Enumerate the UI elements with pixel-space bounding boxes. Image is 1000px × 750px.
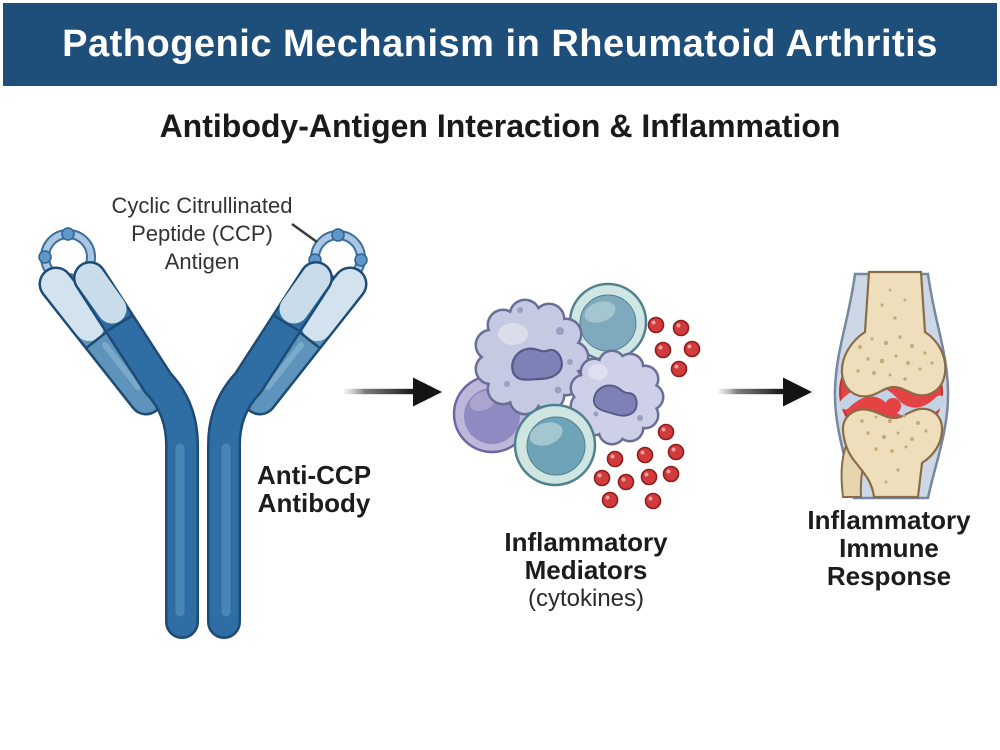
antigen-label-line1: Cyclic Citrullinated <box>111 193 293 218</box>
bone-speckles <box>856 288 934 484</box>
arrow-icon-right <box>718 377 812 407</box>
cytokine-dot-highlights <box>597 320 692 501</box>
mediators-label-note: (cytokines) <box>527 585 645 612</box>
synovial-fluid-inflamed <box>885 398 901 414</box>
response-label-line3: Response <box>826 561 952 591</box>
nucleus <box>592 384 638 417</box>
banner: Pathogenic Mechanism in Rheumatoid Arthr… <box>3 3 997 86</box>
lymphocyte-cell-top <box>568 282 648 362</box>
antibody-label: Anti-CCP Antibody <box>254 461 374 517</box>
antibody-light-chains <box>38 266 368 416</box>
page-title: Pathogenic Mechanism in Rheumatoid Arthr… <box>62 23 938 65</box>
response-label-line2: Immune <box>839 533 939 563</box>
nucleus <box>511 347 563 381</box>
macrophage-cell-left <box>474 298 590 416</box>
immune-cells-illustration <box>452 282 665 487</box>
antibody-label-line2: Antibody <box>257 488 371 518</box>
antigen-label: Cyclic Citrullinated Peptide (CCP) Antig… <box>92 192 312 276</box>
mediators-label-line1: Inflammatory <box>504 527 668 557</box>
diagram-subtitle: Antibody-Antigen Interaction & Inflammat… <box>159 108 841 144</box>
inflamed-joint-illustration <box>833 270 950 500</box>
macrophage-cell-right <box>569 349 665 446</box>
antigen-pointer-line <box>291 222 318 244</box>
antigen-label-line3: Antigen <box>164 249 240 274</box>
arrow-icon-left <box>344 377 442 407</box>
response-label-line1: Inflammatory <box>807 505 971 535</box>
antigen-label-line2: Peptide (CCP) <box>131 221 273 246</box>
antibody-label-line1: Anti-CCP <box>256 460 372 490</box>
antibody-heavy-chains <box>73 261 333 639</box>
mediators-label: Inflammatory Mediators (cytokines) <box>456 528 716 612</box>
tibia-bone <box>841 407 944 499</box>
response-label: Inflammatory Immune Response <box>769 506 1000 590</box>
mediators-label-line2: Mediators <box>524 555 648 585</box>
antibody-illustration <box>38 222 368 639</box>
femur-bone <box>840 270 947 398</box>
lymphocyte-cell-bottom <box>513 403 597 487</box>
